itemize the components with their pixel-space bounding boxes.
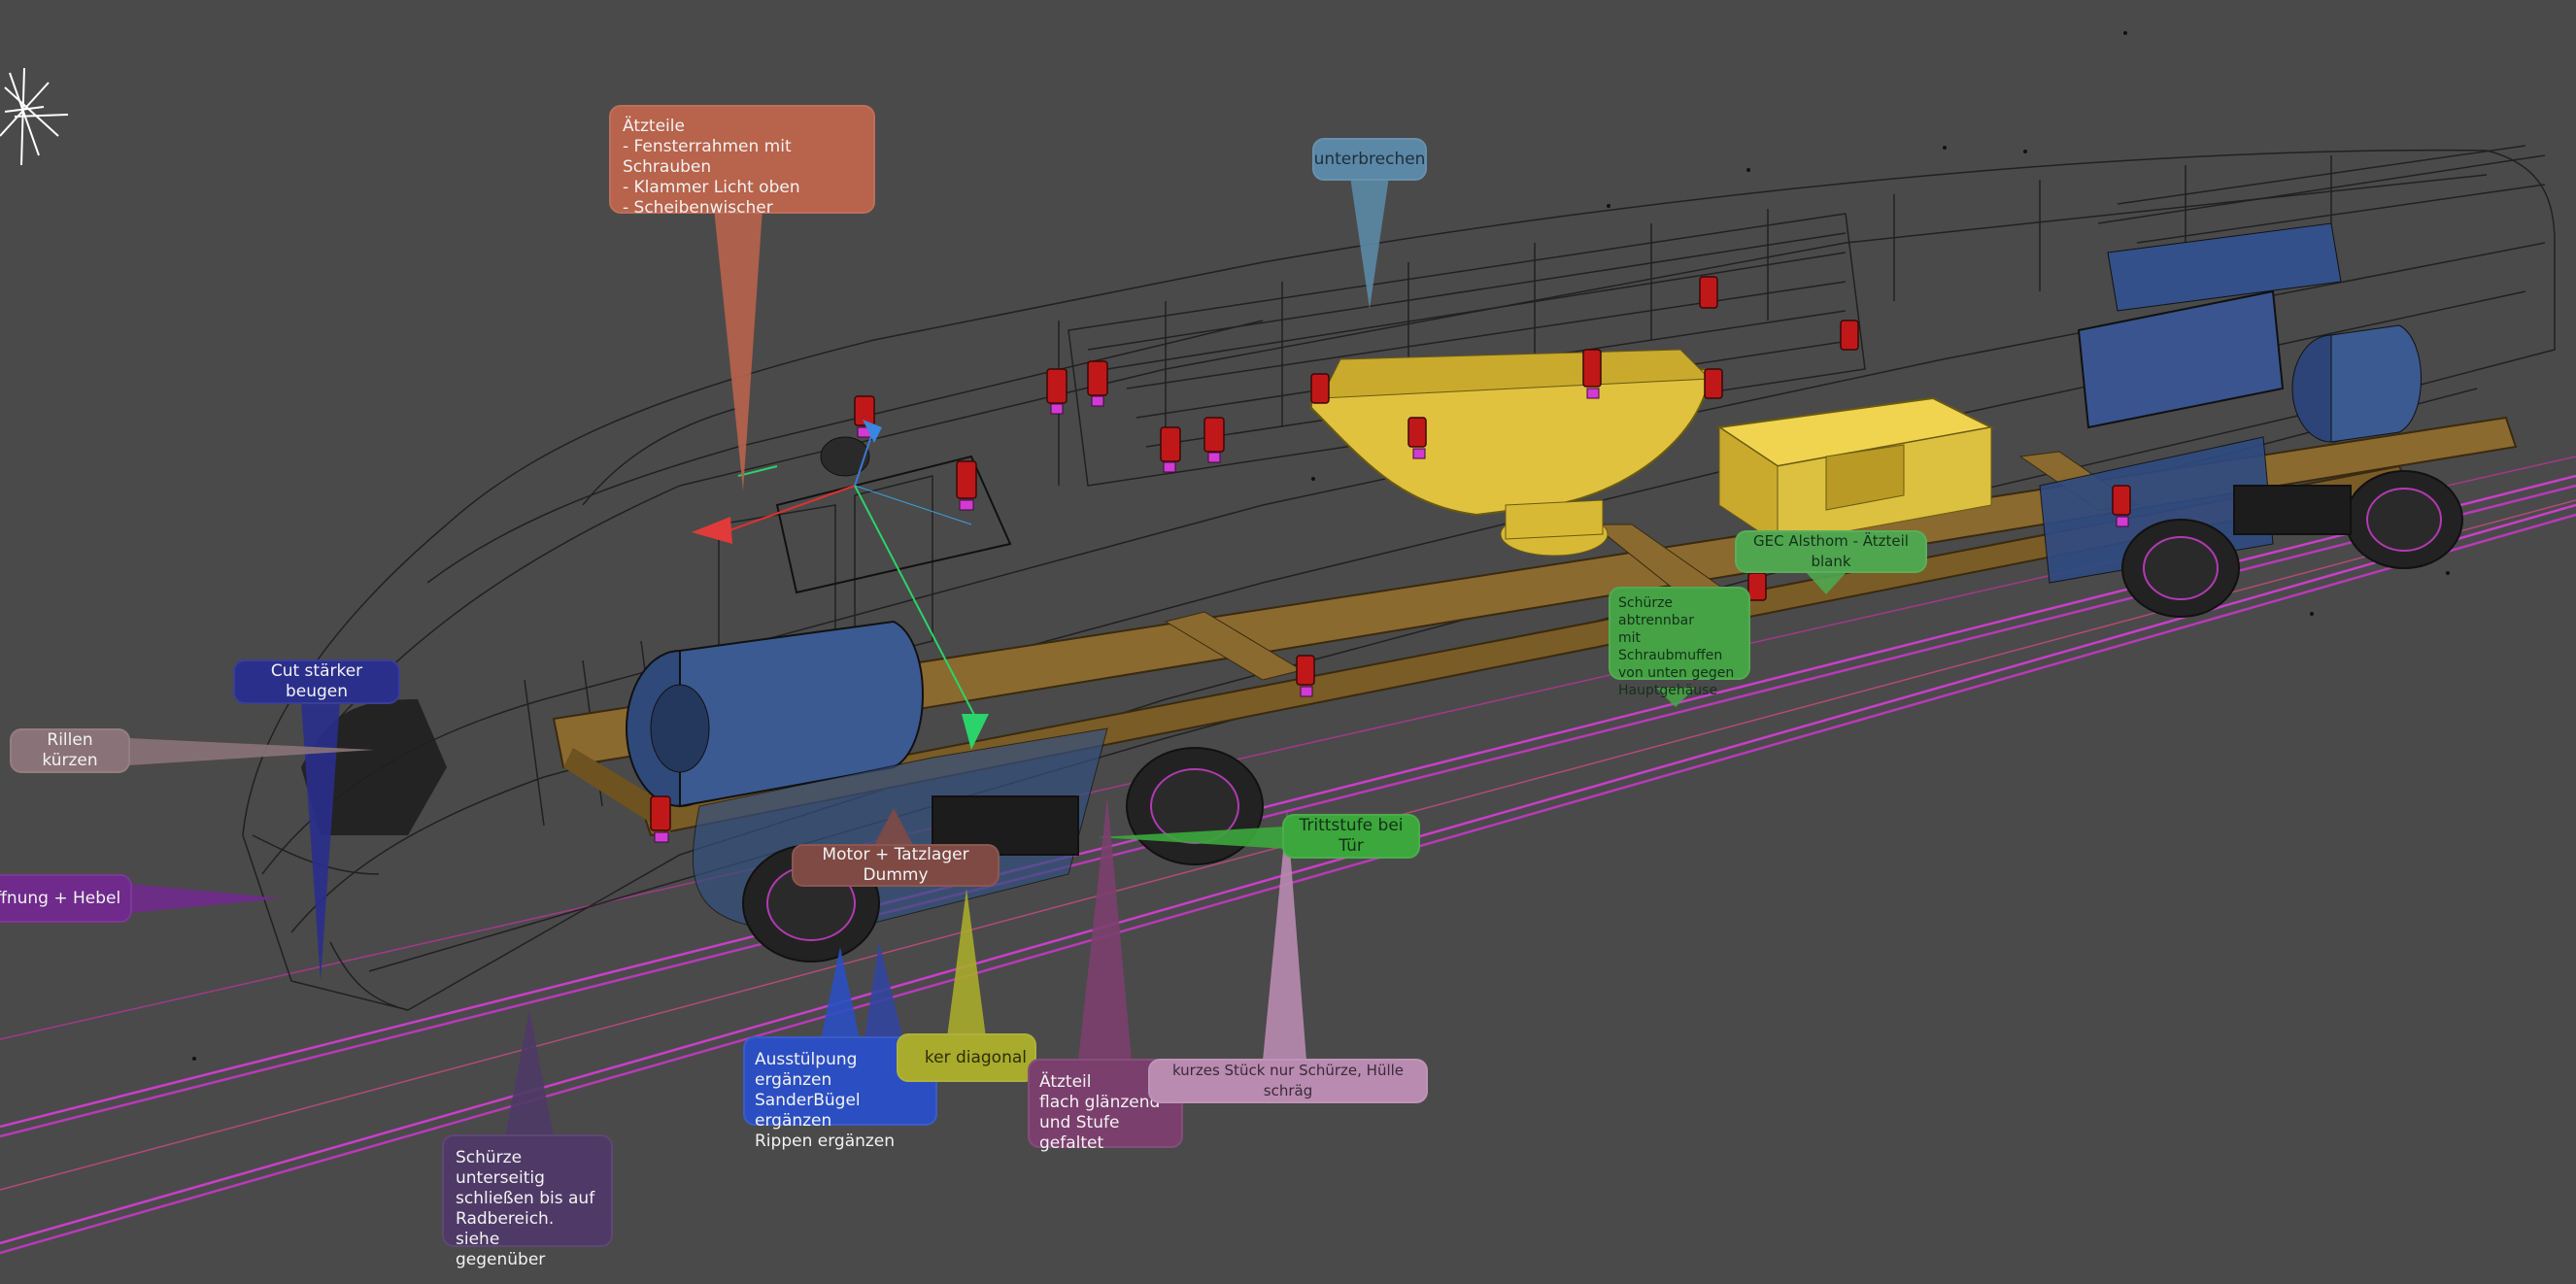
transform-gizmo — [692, 420, 989, 750]
callout-ausstuelpung[interactable]: Ausstülpung ergänzen SanderBügel ergänze… — [743, 1036, 937, 1151]
callout-rillen[interactable]: Rillen kürzen — [10, 728, 130, 773]
red-connectors — [650, 276, 2131, 831]
callout-pointers — [128, 177, 1846, 1136]
callout-kurzes-stueck[interactable]: kurzes Stück nur Schürze, Hülle schräg — [1148, 1059, 1428, 1103]
callout-motor[interactable]: Motor + Tatzlager Dummy — [792, 844, 1000, 887]
callout-schuerze-abtrennbar[interactable]: Schürze abtrennbar mit Schraubmuffen von… — [1609, 587, 1750, 698]
yellow-box — [1716, 396, 1995, 545]
callout-gec[interactable]: GEC Alsthom - Ätzteil blank — [1735, 530, 1927, 573]
callout-unterbrechen[interactable]: unterbrechen — [1312, 138, 1427, 181]
scene-dots — [192, 31, 2450, 1061]
callout-trittstufe[interactable]: Trittstufe bei Tür — [1282, 814, 1420, 859]
callout-oeffnung[interactable]: Öffnung + Hebel — [0, 874, 132, 923]
callout-cut[interactable]: Cut stärker beugen — [233, 659, 400, 704]
yellow-transformer — [1310, 349, 1712, 557]
light-source-icon[interactable] — [0, 67, 69, 166]
callout-schuerze-unterseitig[interactable]: Schürze unterseitig schließen bis auf Ra… — [442, 1134, 613, 1269]
pink-fasteners — [654, 388, 2129, 843]
callout-diagonal[interactable]: ker diagonal — [897, 1033, 1036, 1082]
callout-aetzteile[interactable]: Ätzteile - Fensterrahmen mit Schrauben -… — [609, 105, 875, 218]
